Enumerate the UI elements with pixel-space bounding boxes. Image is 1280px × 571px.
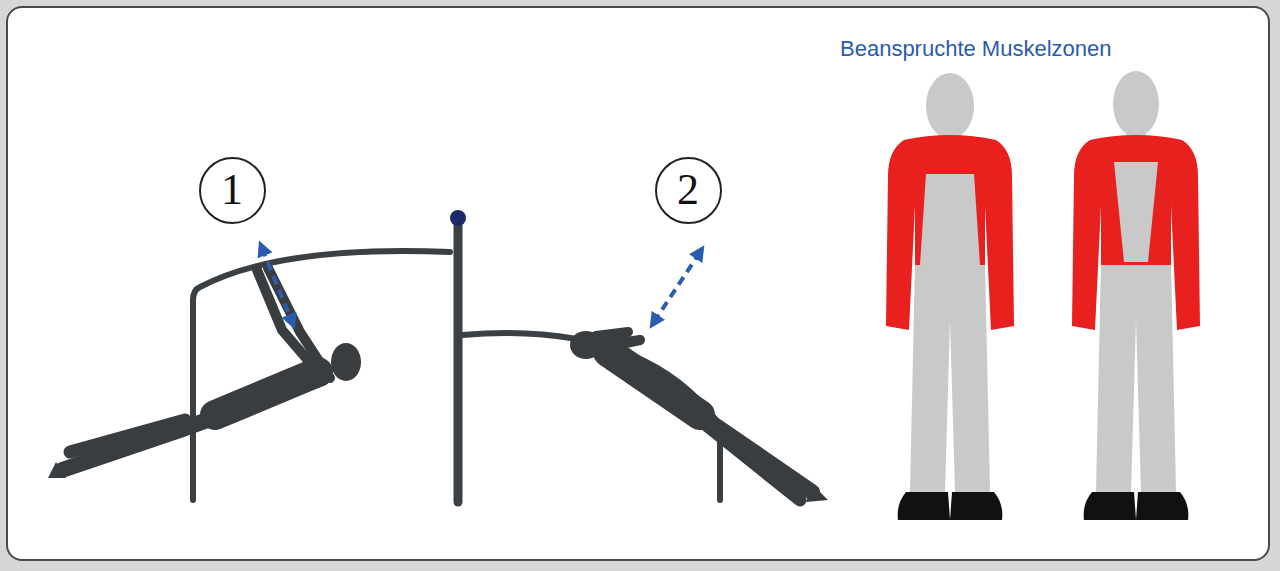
callout-number: 2 bbox=[677, 168, 699, 212]
person-hanging bbox=[62, 268, 330, 470]
callout-number: 1 bbox=[221, 168, 243, 212]
heading: Beanspruchte Muskelzonen bbox=[840, 36, 1112, 62]
person-leaning bbox=[596, 332, 812, 500]
pole-cap bbox=[450, 210, 466, 226]
person-foot bbox=[48, 462, 66, 478]
motion-arrow bbox=[654, 252, 700, 322]
motion-arrow bbox=[262, 248, 292, 322]
muscle-figure-back bbox=[1072, 71, 1200, 520]
muscle-figure-front bbox=[886, 73, 1014, 520]
person-foot bbox=[806, 484, 828, 502]
person-head bbox=[570, 331, 602, 359]
pole bbox=[454, 222, 463, 502]
left-bar bbox=[193, 251, 450, 500]
callout-circle: 1 bbox=[199, 157, 266, 224]
equipment bbox=[193, 222, 720, 502]
person-head bbox=[331, 343, 361, 381]
callout-circle: 2 bbox=[655, 157, 722, 224]
